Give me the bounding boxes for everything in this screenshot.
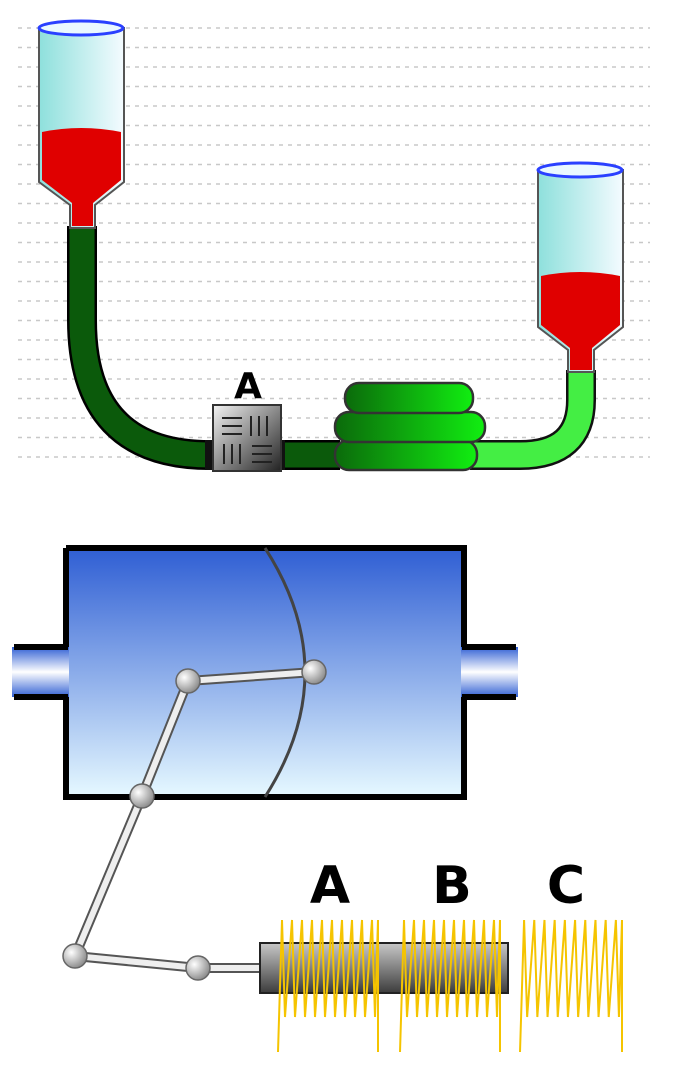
chamber xyxy=(12,545,518,800)
tube-coil xyxy=(333,381,487,472)
spring-c-label: C xyxy=(547,856,585,916)
device-a-label: A xyxy=(234,366,262,407)
device-a: A xyxy=(205,366,285,472)
left-reservoir xyxy=(37,19,125,229)
spring-b-label: B xyxy=(432,856,472,916)
spring-b xyxy=(399,919,501,1053)
spring-a-label: A xyxy=(310,856,350,916)
spring-c xyxy=(519,919,623,1053)
spring-a xyxy=(277,919,379,1053)
right-reservoir xyxy=(536,161,624,373)
springs xyxy=(277,919,623,1053)
dotted-gridlines xyxy=(18,27,650,458)
